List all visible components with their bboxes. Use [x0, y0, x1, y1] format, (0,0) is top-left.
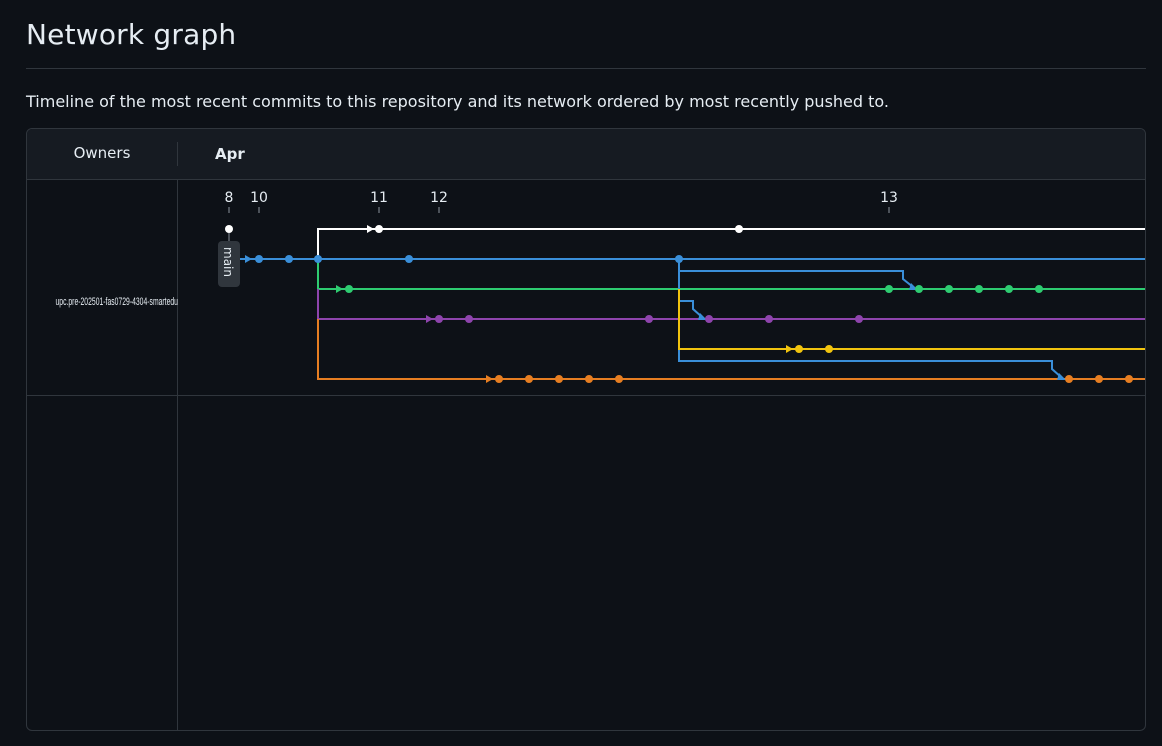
commit-dot[interactable]	[765, 315, 773, 323]
commit-dot[interactable]	[945, 285, 953, 293]
branch-arrows	[245, 225, 1066, 383]
commit-dot[interactable]	[975, 285, 983, 293]
graph-header: Owners Apr	[27, 129, 1145, 180]
arrow-icon	[367, 225, 374, 233]
day-label: 13	[880, 190, 898, 206]
commits-purple	[435, 315, 863, 323]
commit-dot[interactable]	[1005, 285, 1013, 293]
branch-line-purple	[317, 289, 1145, 320]
day-label: 10	[250, 190, 268, 206]
day-label: 8	[225, 190, 234, 206]
commit-dot[interactable]	[735, 225, 743, 233]
branch-line-yellow	[678, 289, 1145, 350]
owners-column-header: Owners	[73, 144, 131, 162]
day-label: 12	[430, 190, 448, 206]
commit-dot[interactable]	[225, 225, 233, 233]
month-label: Apr	[215, 145, 245, 163]
commit-dot[interactable]	[915, 285, 923, 293]
network-graph-panel[interactable]: Owners Apr upc.pre-202501-fas0729-4304-s…	[26, 128, 1146, 731]
tag-background	[218, 241, 240, 287]
commit-dot[interactable]	[825, 345, 833, 353]
commit-dot[interactable]	[465, 315, 473, 323]
commit-dot[interactable]	[1035, 285, 1043, 293]
day-label: 11	[370, 190, 388, 206]
commits-yellow	[795, 345, 833, 353]
merge-line-blue	[678, 259, 914, 288]
owner-name[interactable]: upc.pre-202501-fas0729-4304-smartedu	[55, 296, 178, 308]
commit-dot[interactable]	[555, 375, 563, 383]
commits-orange	[495, 375, 1133, 383]
commit-dot[interactable]	[525, 375, 533, 383]
commit-dot[interactable]	[1065, 375, 1073, 383]
commit-dot[interactable]	[855, 315, 863, 323]
commits-blue	[255, 255, 683, 263]
arrow-icon	[426, 315, 433, 323]
commit-graph-canvas[interactable]: 8 10 11 12 13	[27, 129, 1145, 730]
commit-dot[interactable]	[675, 255, 683, 263]
page-title: Network graph	[26, 18, 237, 51]
commit-dot[interactable]	[705, 315, 713, 323]
arrow-icon	[698, 313, 707, 320]
owner-row-divider	[27, 395, 1145, 396]
commit-dot[interactable]	[795, 345, 803, 353]
arrow-icon	[486, 375, 493, 383]
merge-line-blue	[678, 259, 703, 318]
commit-dot[interactable]	[1095, 375, 1103, 383]
branch-line-orange	[317, 319, 1145, 380]
commit-dot[interactable]	[585, 375, 593, 383]
commit-dot[interactable]	[405, 255, 413, 263]
commit-dot[interactable]	[285, 255, 293, 263]
commit-dot[interactable]	[495, 375, 503, 383]
branch-line-white	[317, 228, 1145, 259]
branch-line-green	[317, 259, 1145, 290]
commit-dot[interactable]	[885, 285, 893, 293]
commit-dot[interactable]	[375, 225, 383, 233]
merge-line-blue	[678, 349, 1062, 378]
commit-dot[interactable]	[435, 315, 443, 323]
commit-dot[interactable]	[314, 255, 322, 263]
commits-white	[225, 225, 743, 233]
commit-dot[interactable]	[345, 285, 353, 293]
arrow-icon	[245, 255, 252, 263]
commits-green	[345, 285, 1043, 293]
commit-dot[interactable]	[615, 375, 623, 383]
owners-column-divider	[177, 179, 178, 730]
title-divider	[26, 68, 1146, 69]
branch-tag-label: main	[221, 247, 235, 277]
page-description: Timeline of the most recent commits to t…	[26, 92, 889, 111]
commit-dot[interactable]	[645, 315, 653, 323]
commit-dot[interactable]	[255, 255, 263, 263]
arrow-icon	[786, 345, 793, 353]
header-separator	[177, 142, 178, 166]
commit-dot[interactable]	[1125, 375, 1133, 383]
arrow-icon	[336, 285, 343, 293]
arrow-icon	[1057, 373, 1066, 380]
branch-tag-main[interactable]: main	[218, 233, 240, 287]
